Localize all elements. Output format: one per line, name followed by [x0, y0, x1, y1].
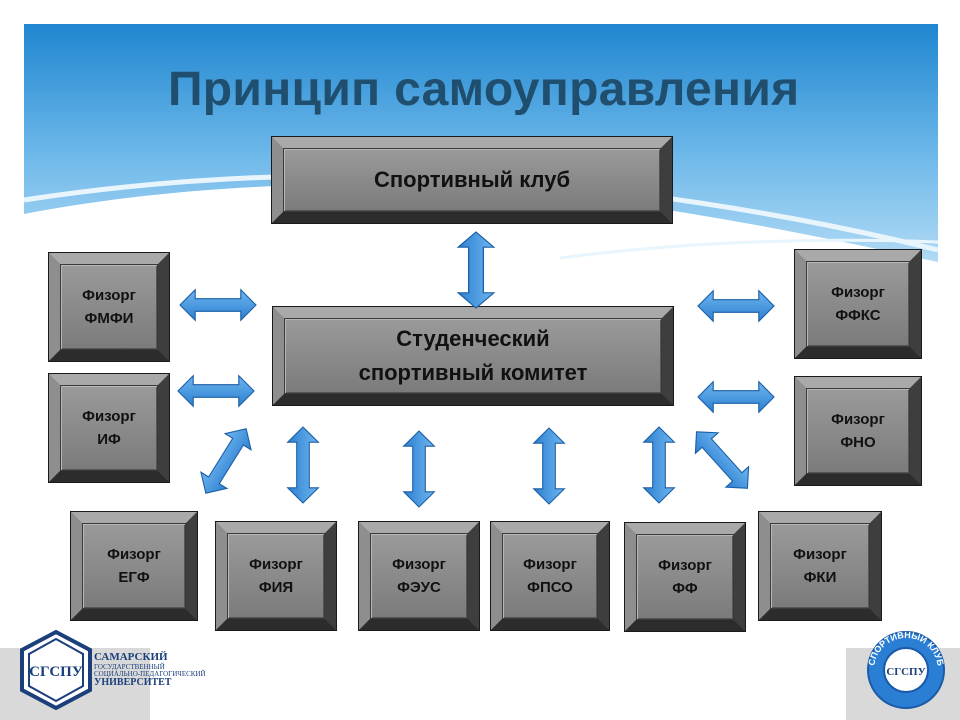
arrow-fno	[697, 381, 775, 413]
organizer-title: Физорг	[107, 545, 161, 563]
organizer-box-fno: Физорг ФНО	[794, 376, 922, 486]
arrow-egf	[192, 420, 260, 502]
organizer-title: Физорг	[523, 555, 577, 573]
faculty-name: ФКИ	[803, 569, 837, 586]
arrow-feus	[403, 430, 435, 508]
organizer-box-fki: Физорг ФКИ	[758, 511, 882, 621]
university-line4: УНИВЕРСИТЕТ	[94, 677, 172, 689]
emblem-text: СГСПУ	[29, 664, 83, 680]
committee-label-line2: спортивный комитет	[358, 360, 588, 385]
organizer-title: Физорг	[831, 283, 885, 301]
organizer-title: Физорг	[831, 410, 885, 428]
organizer-title: Физорг	[392, 555, 446, 573]
arrow-fki	[684, 420, 760, 500]
faculty-name: ФФКС	[835, 307, 881, 324]
organizer-title: Физорг	[658, 556, 712, 574]
sports-club-logo: СПОРТИВНЫЙ КЛУБ СГСПУ	[866, 630, 946, 709]
organizer-box-fpso: Физорг ФПСО	[490, 521, 610, 631]
university-name: САМАРСКИЙ ГОСУДАРСТВЕННЫЙ СОЦИАЛЬНО-ПЕДА…	[94, 651, 206, 689]
club-emblem-text: СГСПУ	[886, 666, 925, 678]
arrow-ff	[643, 426, 675, 504]
faculty-name: ФПСО	[527, 579, 573, 596]
organizer-title: Физорг	[82, 286, 136, 304]
organizer-title: Физорг	[82, 407, 136, 425]
faculty-name: ФМФИ	[84, 310, 134, 327]
sports-club-label: Спортивный клуб	[373, 166, 571, 192]
arrow-ffks	[697, 290, 775, 322]
arrow-if	[177, 375, 255, 407]
arrow-fmfi	[179, 289, 257, 321]
organizer-box-ff: Физорг ФФ	[624, 522, 746, 632]
arrow-fpso	[533, 427, 565, 505]
page-title: Принцип самоуправления	[168, 63, 800, 116]
organizer-box-ffks: Физорг ФФКС	[794, 249, 922, 359]
faculty-name: ЕГФ	[118, 569, 150, 586]
committee-label-line1: Студенческий	[396, 325, 550, 351]
faculty-name: ИФ	[97, 431, 121, 448]
university-logo-emblem: СГСПУ	[20, 630, 92, 710]
faculty-name: ФИЯ	[258, 579, 294, 596]
faculty-name: ФЭУС	[397, 579, 441, 596]
student-committee-box: Студенческий спортивный комитет	[272, 306, 674, 406]
organizer-box-egf: Физорг ЕГФ	[70, 511, 198, 621]
organizer-box-feus: Физорг ФЭУС	[358, 521, 480, 631]
university-line1: САМАРСКИЙ	[94, 651, 168, 663]
university-line2: ГОСУДАРСТВЕННЫЙ	[94, 662, 165, 671]
organizer-box-fiya: Физорг ФИЯ	[215, 521, 337, 631]
organizer-title: Физорг	[793, 545, 847, 563]
organizer-box-fmfi: Физорг ФМФИ	[48, 252, 170, 362]
faculty-name: ФФ	[672, 580, 698, 597]
arrow-fiya	[287, 426, 319, 504]
organizer-title: Физорг	[249, 555, 303, 573]
faculty-name: ФНО	[840, 434, 876, 451]
arrow-club-committee	[457, 231, 495, 309]
sports-club-box: Спортивный клуб	[271, 136, 673, 224]
organizer-box-if: Физорг ИФ	[48, 373, 170, 483]
wave-line	[559, 238, 939, 260]
university-line3: СОЦИАЛЬНО-ПЕДАГОГИЧЕСКИЙ	[94, 669, 206, 678]
